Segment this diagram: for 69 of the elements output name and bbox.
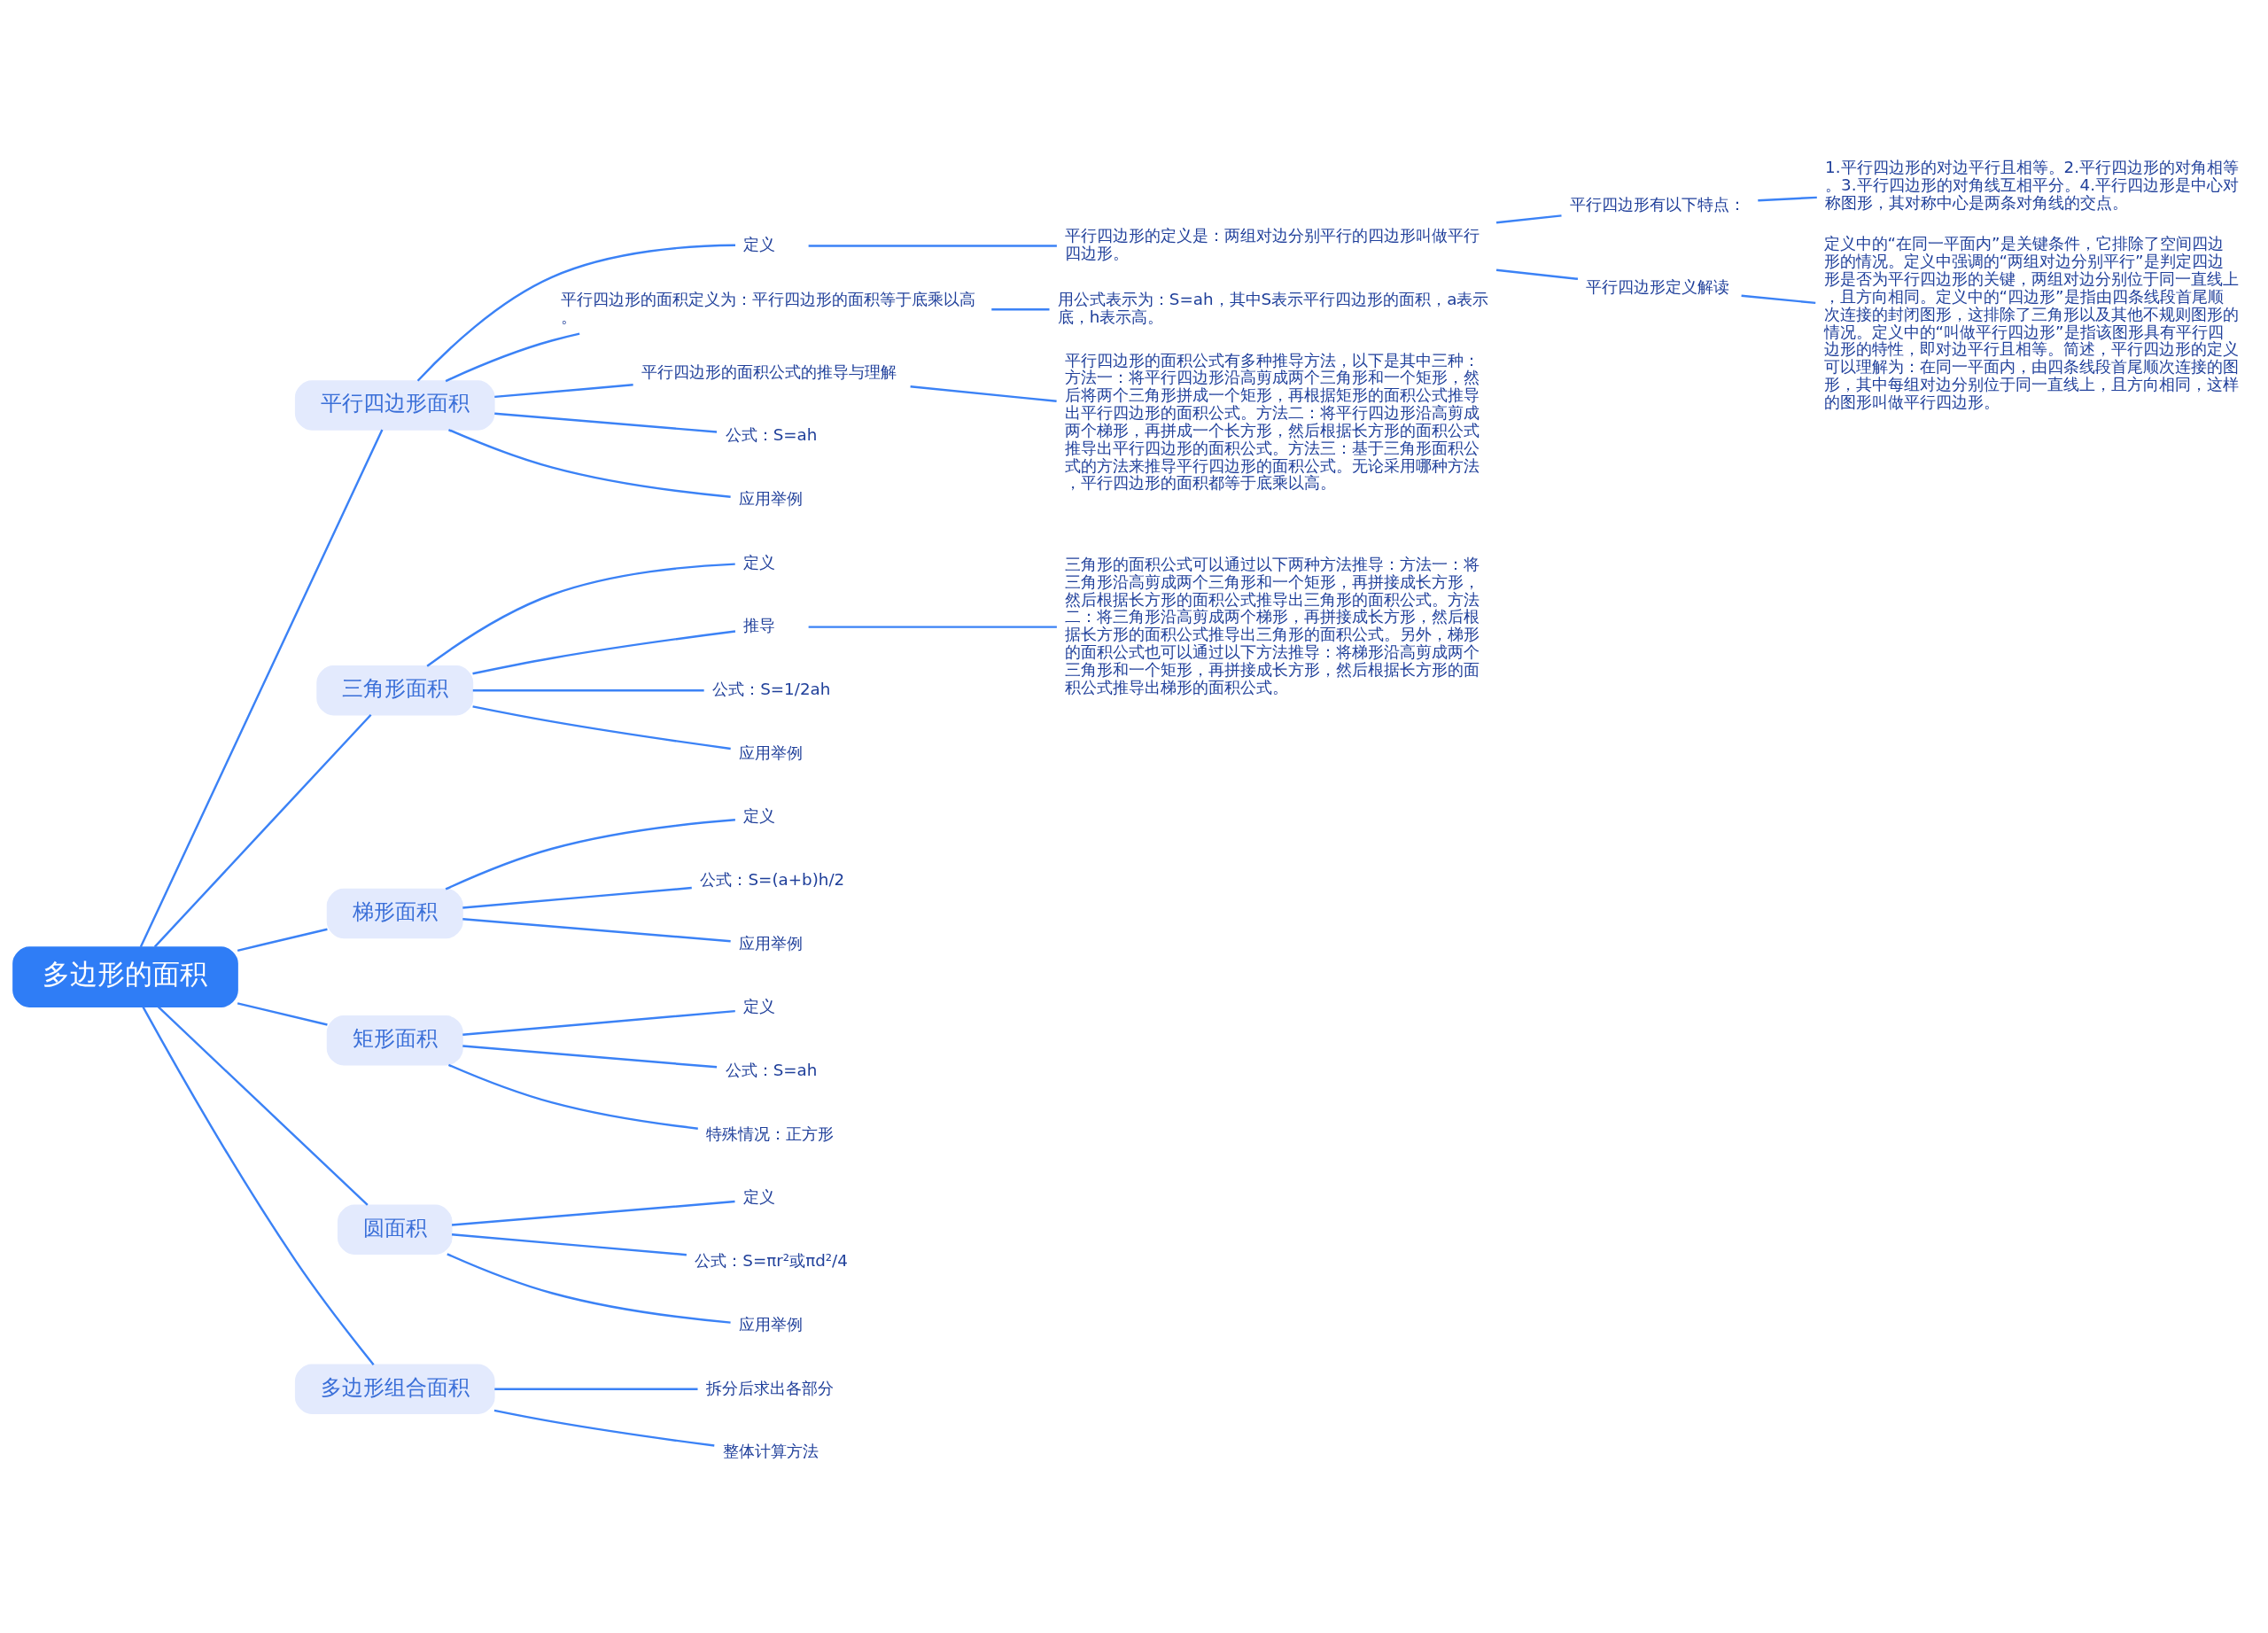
node-text: 公式：S=πr²或πd²/4 (695, 1251, 848, 1271)
connector (139, 429, 384, 948)
connector (445, 819, 735, 890)
node-text: 推导 (743, 616, 776, 635)
connector (1758, 196, 1817, 202)
node-box: 梯形面积 (326, 888, 463, 939)
connector (493, 1409, 715, 1447)
node-text: 应用举例 (738, 933, 803, 953)
connector (1495, 214, 1562, 224)
node-box: 矩形面积 (326, 1015, 463, 1066)
connector (1741, 294, 1816, 305)
connector (237, 928, 328, 953)
node-text: 平行四边形的面积公式有多种推导方法，以下是其中三种：方法一：将平行四边形沿高剪成两个三角形和一个矩形，然后将两个三角形拼成一个矩形，再根据矩形的面积公式推导出平行四边形的面积公式。方法二：将平行四边形沿高剪成两个梯形，再拼成一个长方形，然后根据长方形的面积公式推导出平行四边形的面积公式。方法三：基于三角形面积公式的方法来推导平行四边形的面积公式。无论采用哪种方法，平行四边形的面积都等于底乘以高。 (1065, 350, 1480, 493)
node-text: 公式：S=ah (725, 425, 818, 445)
node-text: 定义 (743, 1187, 776, 1207)
connector (153, 713, 372, 948)
node-box: 多边形组合面积 (294, 1364, 495, 1414)
node-box: 多边形的面积 (12, 946, 238, 1007)
connector (910, 385, 1057, 402)
node-box: 圆面积 (337, 1204, 453, 1256)
node-box: 三角形面积 (316, 665, 474, 716)
node-text: 定义 (743, 552, 776, 572)
connector (472, 689, 704, 692)
node-text: 公式：S=ah (725, 1061, 818, 1080)
connector (808, 245, 1057, 247)
node-text: 拆分后求出各部分 (706, 1378, 835, 1397)
node-text: 平行四边形的面积公式的推导与理解 (641, 362, 897, 381)
node-text: 定义 (743, 997, 776, 1016)
node-text: 用公式表示为：S=ah，其中S表示平行四边形的面积，a表示底，h表示高。 (1057, 290, 1489, 326)
connector (472, 705, 731, 750)
connector (494, 384, 633, 399)
node-text: 定义 (743, 806, 776, 826)
node-text: 特殊情况：正方形 (706, 1124, 835, 1143)
connector (462, 1045, 718, 1069)
node-box: 平行四边形面积 (294, 380, 495, 431)
connector (462, 886, 692, 909)
connector (451, 1233, 687, 1256)
connector (447, 428, 731, 498)
node-text: 定义中的“在同一平面内”是关键条件，它排除了空间四边形的情况。定义中强调的“两组对边分别平行”是判定四边形是否为平行四边形的关键，两组对边分别位于同一直线上，且方向相同。定义中的“四边形”是指由四条线段首尾顺次连接的封闭图形，这排除了三角形以及其他不规则图形的情况。定义中的“叫做平行四边形”是指该图形具有平行四边形的特性，即对边平行且相等。简述，平行四边形的定义可以理解为：在同一平面内，由四条线段首尾顺次连接的图形，其中每组对边分别位于同一直线上，且方向相同，这样的图形叫做平行四边形。 (1823, 234, 2239, 411)
connector (472, 630, 736, 675)
connector (157, 1006, 369, 1206)
connector (462, 1009, 735, 1036)
node-text: 应用举例 (738, 1314, 803, 1334)
connector (494, 412, 718, 433)
node-text: 整体计算方法 (722, 1442, 819, 1461)
connector (1495, 268, 1579, 281)
connector (416, 244, 735, 382)
connector (445, 332, 580, 383)
connector (808, 626, 1057, 628)
node-text: 平行四边形的定义是：两组对边分别平行的四边形叫做平行四边形。 (1065, 226, 1480, 263)
connector (237, 1002, 328, 1026)
connector (426, 563, 735, 667)
connector (991, 307, 1050, 311)
connector (494, 1388, 698, 1390)
node-text: 平行四边形有以下特点： (1569, 194, 1745, 214)
node-text: 公式：S=(a+b)h/2 (700, 870, 845, 890)
node-text: 平行四边形的面积定义为：平行四边形的面积等于底乘以高。 (560, 290, 975, 326)
connector (447, 1253, 731, 1324)
connector (142, 1007, 375, 1365)
node-text: 公式：S=1/2ah (712, 680, 831, 699)
node-text: 应用举例 (738, 743, 803, 762)
node-text: 1.平行四边形的对边平行且相等。2.平行四边形的对角相等。3.平行四边形的对角线互相平分。4.平行四边形是中心对称图形，其对称中心是两条对角线的交点。 (1825, 158, 2240, 212)
connector (451, 1200, 735, 1226)
node-text: 应用举例 (738, 488, 803, 508)
connector (462, 917, 731, 943)
node-text: 三角形的面积公式可以通过以下两种方法推导：方法一：将三角形沿高剪成两个三角形和一个矩形，再拼接成长方形，然后根据长方形的面积公式推导出三角形的面积公式。方法二：将三角形沿高剪成两个梯形，再拼接成长方形，然后根据长方形的面积公式推导出三角形的面积公式。另外，梯形的面积公式也可以通过以下方法推导：将梯形沿高剪成两个三角形和一个矩形，再拼接成长方形，然后根据长方形的面积公式推导出梯形的面积公式。 (1065, 554, 1480, 696)
node-text: 定义 (743, 235, 776, 254)
connector (447, 1063, 698, 1130)
node-text: 平行四边形定义解读 (1586, 276, 1730, 296)
